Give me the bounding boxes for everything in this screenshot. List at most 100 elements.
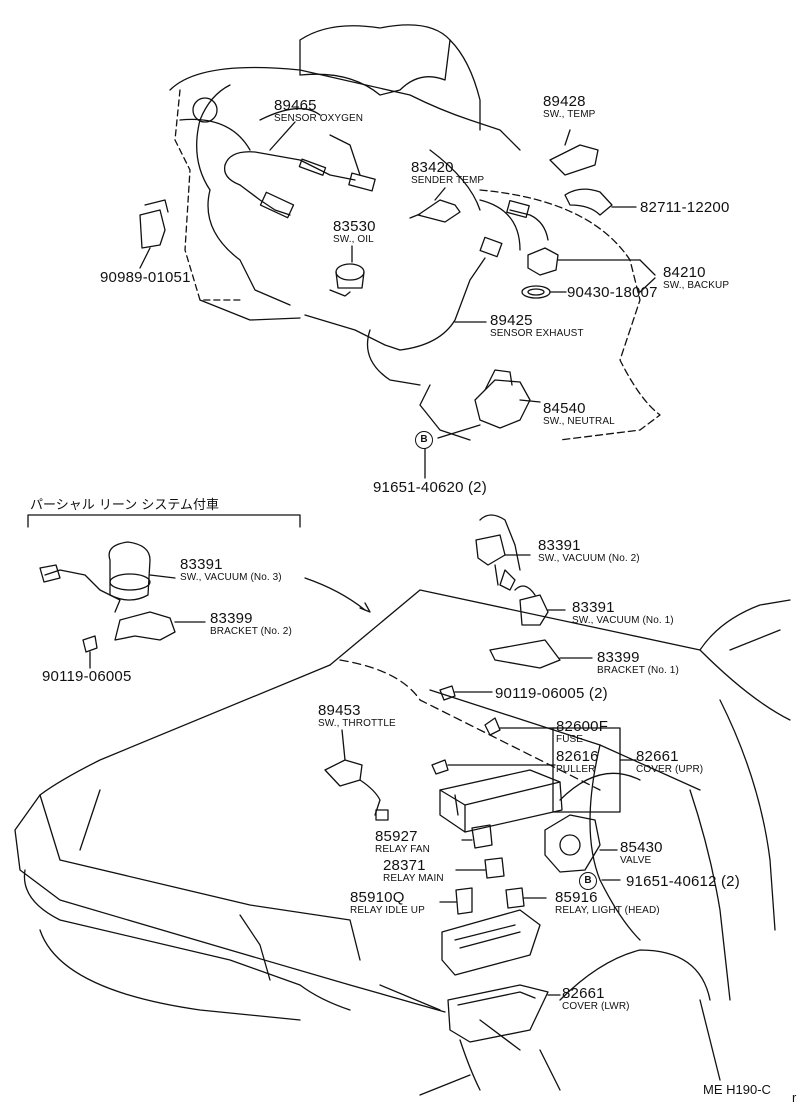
part-number: 82711-12200 — [640, 199, 730, 216]
label-82600f: 82600F FUSE — [556, 719, 608, 745]
vacuum-switches-right — [439, 514, 593, 701]
diagram-code: ME H190-C — [703, 1082, 771, 1097]
label-82616: 82616 PULLER — [556, 749, 599, 775]
label-82661-lwr: 82661 COVER (LWR) — [562, 986, 630, 1012]
part-description: BRACKET (No. 1) — [597, 665, 679, 676]
label-89428: 89428 SW., TEMP — [543, 94, 595, 120]
label-89425: 89425 SENSOR EXHAUST — [490, 313, 584, 339]
part-number: 82616 — [556, 748, 599, 765]
part-description: COVER (LWR) — [562, 1001, 630, 1012]
label-82661-upr: 82661 COVER (UPR) — [636, 749, 703, 775]
part-number: 90430-18007 — [567, 284, 658, 301]
part-number: 91651-40612 (2) — [626, 873, 740, 890]
part-number: 85910Q — [350, 889, 405, 906]
part-number: 82661 — [562, 985, 605, 1002]
part-description: PULLER — [556, 764, 596, 775]
temp-switch-part — [549, 129, 599, 176]
neutral-switch-part — [424, 369, 541, 479]
part-description: SW., TEMP — [543, 109, 596, 120]
engine-outline — [169, 24, 661, 441]
part-number: 89465 — [274, 97, 317, 114]
oil-switch-part — [329, 245, 365, 297]
part-description: RELAY IDLE UP — [350, 905, 425, 916]
part-description: SW., VACUUM (No. 3) — [180, 572, 282, 583]
part-description: VALVE — [620, 855, 652, 866]
label-89465: 89465 SENSOR OXYGEN — [274, 98, 363, 124]
car-body-outline — [14, 589, 791, 1096]
part-number: 83530 — [333, 218, 376, 235]
label-83391-no1: 83391 SW., VACUUM (No. 1) — [572, 600, 674, 626]
marker-b: B — [579, 872, 597, 890]
part-description: SENSOR EXHAUST — [490, 328, 584, 339]
part-description: SENDER TEMP — [411, 175, 485, 186]
exhaust-sensor-part — [304, 236, 503, 351]
relays-part — [439, 824, 547, 976]
part-description: RELAY FAN — [375, 844, 430, 855]
label-89453: 89453 SW., THROTTLE — [318, 703, 396, 729]
part-number: 89428 — [543, 93, 586, 110]
part-description: BRACKET (No. 2) — [210, 626, 292, 637]
bracket-part — [139, 199, 169, 269]
marker-b: B — [415, 431, 433, 449]
part-description: SENSOR OXYGEN — [274, 113, 364, 124]
part-description: SW., THROTTLE — [318, 718, 396, 729]
part-number: 82661 — [636, 748, 679, 765]
part-number: 83391 — [538, 537, 581, 554]
section-note: パーシャル リーン システム付車 — [30, 498, 219, 513]
label-83391-no2: 83391 SW., VACUUM (No. 2) — [538, 538, 640, 564]
part-description: RELAY, LIGHT (HEAD) — [555, 905, 660, 916]
part-description: FUSE — [556, 734, 584, 745]
label-83530: 83530 SW., OIL — [333, 219, 376, 245]
throttle-switch-part — [324, 729, 389, 821]
oxygen-sensor-part — [223, 121, 376, 219]
part-number: 85927 — [375, 828, 418, 845]
cover-lower-part — [447, 984, 561, 1043]
label-84540: 84540 SW., NEUTRAL — [543, 401, 615, 427]
part-number: 90989-01051 — [100, 269, 191, 286]
label-82711: 82711-12200 — [640, 200, 730, 215]
part-description: COVER (UPR) — [636, 764, 704, 775]
part-number: 85430 — [620, 839, 663, 856]
label-83420: 83420 SENDER TEMP — [411, 160, 484, 186]
part-number: 28371 — [383, 857, 426, 874]
valve-part — [544, 814, 621, 881]
part-number: 91651-40620 (2) — [373, 479, 487, 496]
part-description: RELAY MAIN — [383, 873, 444, 884]
part-number: 83391 — [180, 556, 223, 573]
part-description: SW., OIL — [333, 234, 374, 245]
backup-switch-part — [506, 199, 656, 299]
label-90430: 90430-18007 — [567, 285, 658, 300]
label-91651-a: 91651-40620 (2) — [373, 480, 487, 495]
temp-sender-part — [409, 187, 461, 223]
fuse-box-part — [431, 717, 637, 833]
label-83399-no2: 83399 BRACKET (No. 2) — [210, 611, 292, 637]
label-85916: 85916 RELAY, LIGHT (HEAD) — [555, 890, 660, 916]
label-84210: 84210 SW., BACKUP — [663, 265, 729, 291]
label-91651-b: 91651-40612 (2) — [626, 874, 740, 889]
label-28371: 28371 RELAY MAIN — [383, 858, 444, 884]
label-83399-no1: 83399 BRACKET (No. 1) — [597, 650, 679, 676]
part-number: 84540 — [543, 400, 586, 417]
corner-mark: r — [792, 1090, 797, 1105]
clamp-part — [564, 188, 637, 216]
label-85910q: 85910Q RELAY IDLE UP — [350, 890, 425, 916]
part-number: 85916 — [555, 889, 598, 906]
part-number: 83399 — [210, 610, 253, 627]
label-90119-a: 90119-06005 — [42, 669, 132, 684]
label-83391-no3: 83391 SW., VACUUM (No. 3) — [180, 557, 282, 583]
part-number: 82600F — [556, 718, 609, 735]
partial-lean-box — [27, 514, 371, 669]
part-number: 90119-06005 — [42, 668, 132, 685]
part-description: SW., NEUTRAL — [543, 416, 615, 427]
part-description: SW., VACUUM (No. 1) — [572, 615, 674, 626]
part-description: SW., VACUUM (No. 2) — [538, 553, 640, 564]
label-85927: 85927 RELAY FAN — [375, 829, 430, 855]
part-number: 83420 — [411, 159, 454, 176]
label-90119-b: 90119-06005 (2) — [495, 686, 608, 701]
label-85430: 85430 VALVE — [620, 840, 663, 866]
part-number: 83399 — [597, 649, 640, 666]
part-number: 83391 — [572, 599, 615, 616]
part-number: 84210 — [663, 264, 706, 281]
